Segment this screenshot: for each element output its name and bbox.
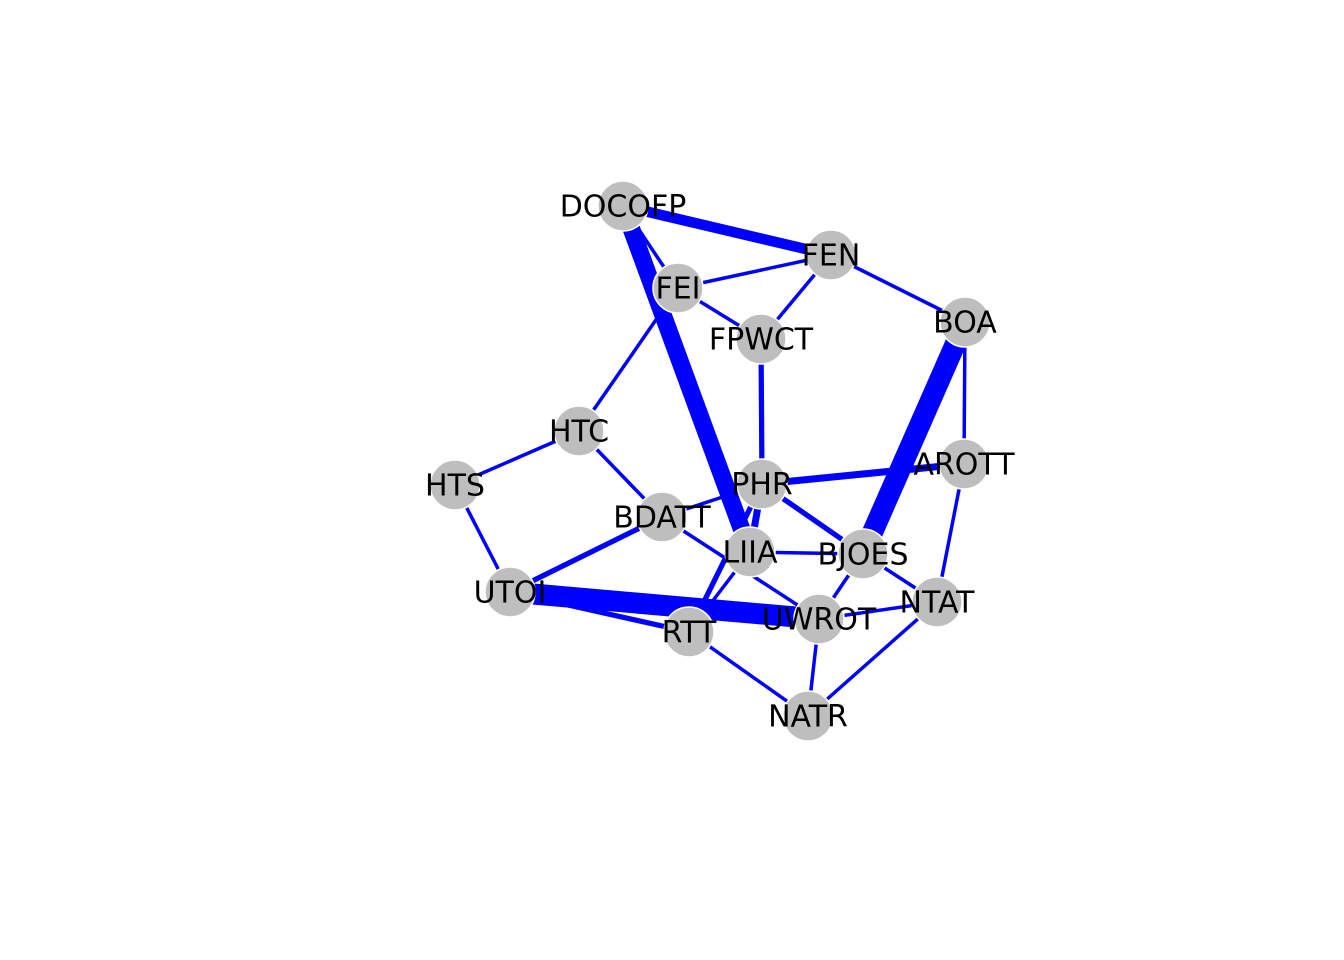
node-htc: HTC — [549, 405, 609, 457]
node-circle — [652, 262, 704, 314]
edge-boa-bjoes — [853, 317, 975, 559]
edge-docofp-fen — [621, 200, 833, 261]
node-label: FEI — [655, 272, 700, 307]
edge-arott-phr — [761, 460, 965, 488]
node-fpwct: FPWCT — [709, 313, 814, 365]
node-label: FEN — [802, 239, 861, 274]
node-label: UTOI — [474, 576, 547, 611]
node-bjoes: BJOES — [817, 528, 909, 580]
node-label: NTAT — [900, 586, 976, 621]
node-circle — [911, 576, 963, 628]
node-circle — [429, 459, 481, 511]
node-natr: NATR — [768, 690, 848, 742]
node-liia: LIIA — [723, 526, 778, 578]
node-label: HTS — [425, 469, 485, 504]
node-circle — [782, 690, 834, 742]
node-circle — [724, 526, 776, 578]
node-uwrot: UWROT — [762, 593, 877, 645]
node-label: HTC — [549, 415, 609, 450]
node-phr: PHR — [731, 458, 793, 510]
node-label: NATR — [768, 700, 848, 735]
node-circle — [636, 491, 688, 543]
node-circle — [837, 528, 889, 580]
node-label: FPWCT — [709, 323, 814, 358]
node-label: PHR — [731, 468, 793, 503]
node-fen: FEN — [802, 229, 861, 281]
node-circle — [735, 313, 787, 365]
edge-bdatt-utoi — [508, 514, 664, 595]
node-label: DOCOFP — [560, 190, 687, 225]
node-circle — [793, 593, 845, 645]
node-label: BOA — [933, 306, 997, 341]
node-label: UWROT — [762, 603, 877, 638]
node-label: BJOES — [817, 538, 908, 573]
node-label: AROTT — [913, 448, 1015, 483]
nodes-layer: DOCOFP FEN FEI FPWCT BOA HTC HTS AROTT PHR BDATT L… — [425, 180, 1015, 742]
node-rtt: RTT — [662, 606, 717, 658]
node-circle — [939, 296, 991, 348]
node-ntat: NTAT — [900, 576, 976, 628]
node-label: BDATT — [613, 501, 711, 536]
node-circle — [663, 606, 715, 658]
node-bdatt: BDATT — [613, 491, 711, 543]
edge-fen-fei — [677, 253, 832, 290]
node-fei: FEI — [652, 262, 704, 314]
node-circle — [805, 229, 857, 281]
node-circle — [736, 458, 788, 510]
edge-ntat-natr — [806, 600, 939, 718]
node-hts: HTS — [425, 459, 485, 511]
node-circle — [484, 566, 536, 618]
node-circle — [938, 438, 990, 490]
node-arott: AROTT — [913, 438, 1015, 490]
node-label: LIIA — [723, 536, 778, 571]
edge-fei-htc — [577, 287, 680, 432]
node-boa: BOA — [933, 296, 997, 348]
node-circle — [597, 180, 649, 232]
edge-utoi-uwrot — [509, 581, 820, 630]
node-docofp: DOCOFP — [560, 180, 687, 232]
node-circle — [553, 405, 605, 457]
node-label: RTT — [662, 616, 717, 651]
edge-utoi-rtt — [509, 589, 690, 635]
node-utoi: UTOI — [474, 566, 547, 618]
